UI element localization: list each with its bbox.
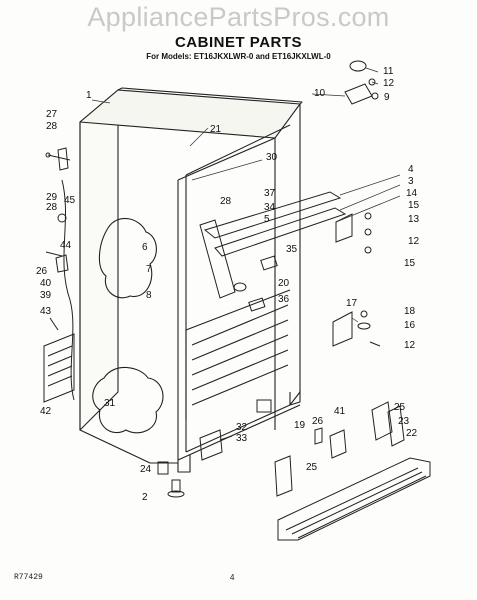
part-label: 42	[40, 406, 52, 417]
model-subtitle: For Models: ET16JKXLWR-0 and ET16JKXLWL-…	[146, 52, 331, 61]
part-label: 32	[236, 422, 248, 433]
part-label: 27	[46, 109, 58, 120]
toe-grille	[277, 457, 431, 541]
part-label: 15	[408, 200, 420, 211]
part-label: 30	[266, 152, 278, 163]
cabinet-rail	[203, 191, 342, 239]
part-label: 24	[140, 464, 152, 475]
part-label: 29	[46, 192, 58, 203]
part-label: 3	[408, 176, 414, 187]
part-label: 15	[404, 258, 416, 269]
part-label: 37	[264, 188, 276, 199]
part-label: 11	[383, 66, 394, 77]
insulation-pad-lower	[92, 366, 164, 434]
part-label: 39	[40, 290, 52, 301]
part-label: 13	[408, 214, 420, 225]
rubber-plug-icon	[233, 282, 247, 292]
part-label: 7	[146, 264, 152, 275]
divider-bracket	[199, 219, 236, 299]
part-label: 34	[264, 202, 276, 213]
part-label: 21	[210, 124, 222, 135]
watermark: AppliancePartsPros.com	[87, 2, 390, 32]
part-label: 31	[104, 398, 116, 409]
part-label: 25	[394, 402, 406, 413]
part-label: 9	[384, 92, 390, 103]
part-label: 2	[142, 492, 148, 503]
leveling-leg-icon	[171, 479, 181, 493]
part-label: 22	[406, 428, 418, 439]
part-label: 41	[334, 406, 346, 417]
part-label: 8	[146, 290, 152, 301]
part-label: 33	[236, 433, 248, 444]
rear-grille-panel	[43, 333, 75, 403]
part-label: 16	[404, 320, 416, 331]
part-label: 18	[404, 306, 416, 317]
part-label: 28	[46, 202, 58, 213]
part-label: 26	[36, 266, 48, 277]
part-label: 35	[286, 244, 298, 255]
part-label: 4	[408, 164, 414, 175]
part-label: 40	[40, 278, 52, 289]
part-label: 26	[312, 416, 324, 427]
part-label: 10	[314, 88, 326, 99]
part-label: 12	[408, 236, 420, 247]
part-label: 20	[278, 278, 290, 289]
leader-lines	[91, 67, 401, 323]
part-label: 45	[64, 195, 76, 206]
part-label: 6	[142, 242, 148, 253]
part-label: 14	[406, 188, 418, 199]
part-label: 12	[404, 340, 416, 351]
part-label: 23	[398, 416, 410, 427]
page-title: CABINET PARTS	[174, 34, 303, 51]
part-label: 1	[86, 90, 92, 101]
part-label: 43	[40, 306, 52, 317]
part-label: 12	[383, 78, 395, 89]
part-label: 17	[346, 298, 358, 309]
part-label: 5	[264, 214, 270, 225]
part-label: 44	[60, 240, 72, 251]
part-label: 28	[46, 121, 58, 132]
hinge-cap-icon	[349, 60, 367, 72]
part-label: 36	[278, 294, 290, 305]
parts-group	[43, 60, 431, 541]
hinge-bracket-icon	[344, 83, 373, 105]
figure-code: R77429	[14, 573, 43, 582]
part-label: 19	[294, 420, 306, 431]
page-number: 4	[230, 573, 235, 582]
part-labels: 1 2 3 4 5 6 7 8 9 10 11 12 12 12 13 14 1…	[36, 66, 420, 503]
part-label: 25	[306, 462, 318, 473]
part-label: 28	[220, 196, 232, 207]
insulation-pad-upper	[98, 217, 157, 299]
cabinet-shell	[79, 87, 303, 473]
